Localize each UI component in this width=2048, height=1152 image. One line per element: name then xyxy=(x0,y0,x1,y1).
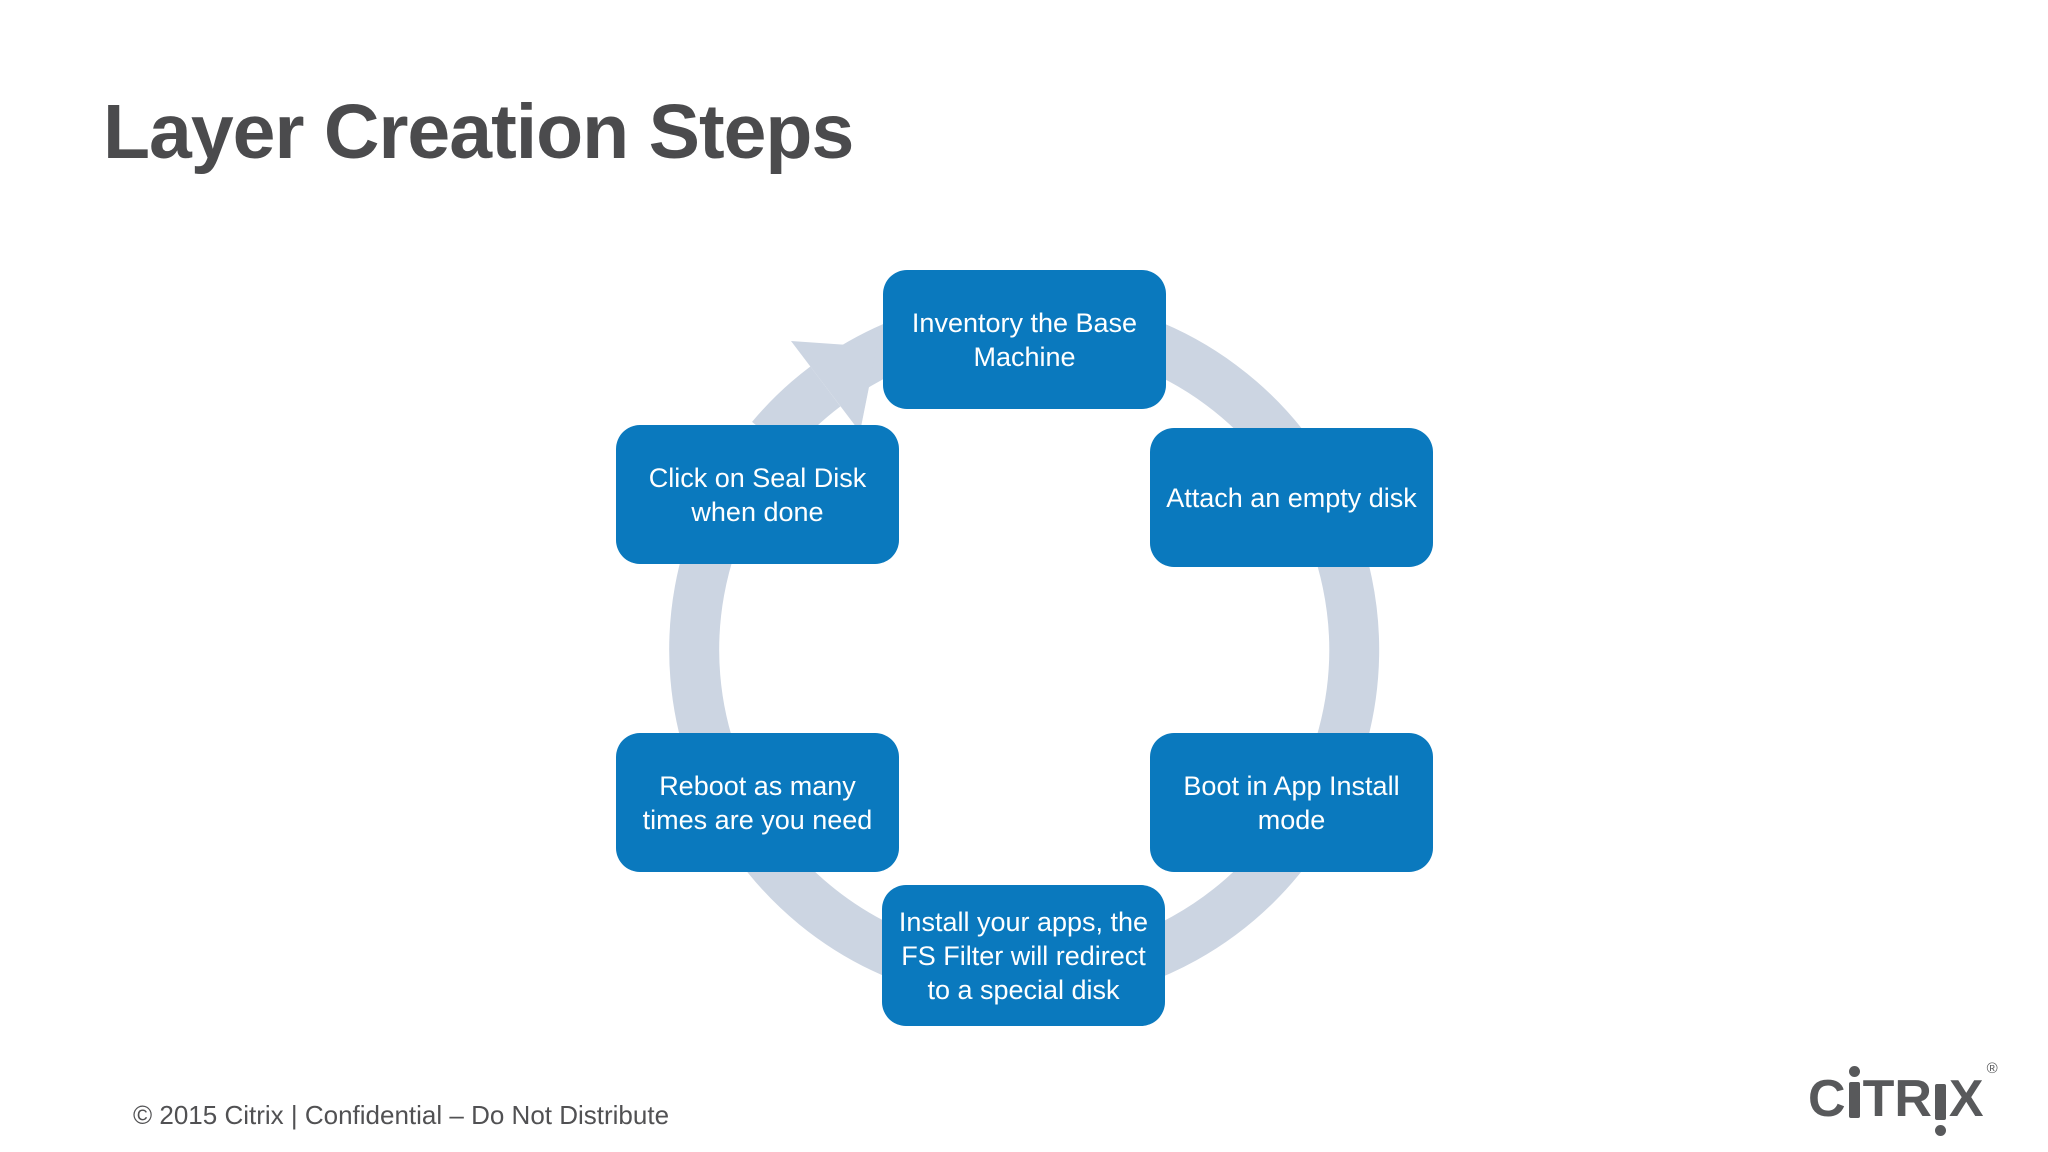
logo-letter-r: R xyxy=(1894,1070,1932,1128)
citrix-logo: C T R X ® xyxy=(1808,1060,1998,1136)
logo-letter-c: C xyxy=(1808,1070,1846,1128)
confidentiality-footer: © 2015 Citrix | Confidential – Do Not Di… xyxy=(133,1100,670,1130)
cycle-arrowhead xyxy=(791,341,877,432)
cycle-step-label: Attach an empty disk xyxy=(1166,482,1417,513)
registered-trademark-symbol: ® xyxy=(1986,1060,1998,1077)
logo-letter-i-dot-top xyxy=(1848,1066,1860,1118)
logo-letter-x: X xyxy=(1948,1070,1984,1128)
slide-title: Layer Creation Steps xyxy=(103,89,854,175)
logo-letter-i-dot-bottom xyxy=(1934,1082,1946,1136)
logo-letter-t: T xyxy=(1862,1070,1895,1128)
cycle-step-attach-empty-disk: Attach an empty disk xyxy=(1150,428,1433,567)
